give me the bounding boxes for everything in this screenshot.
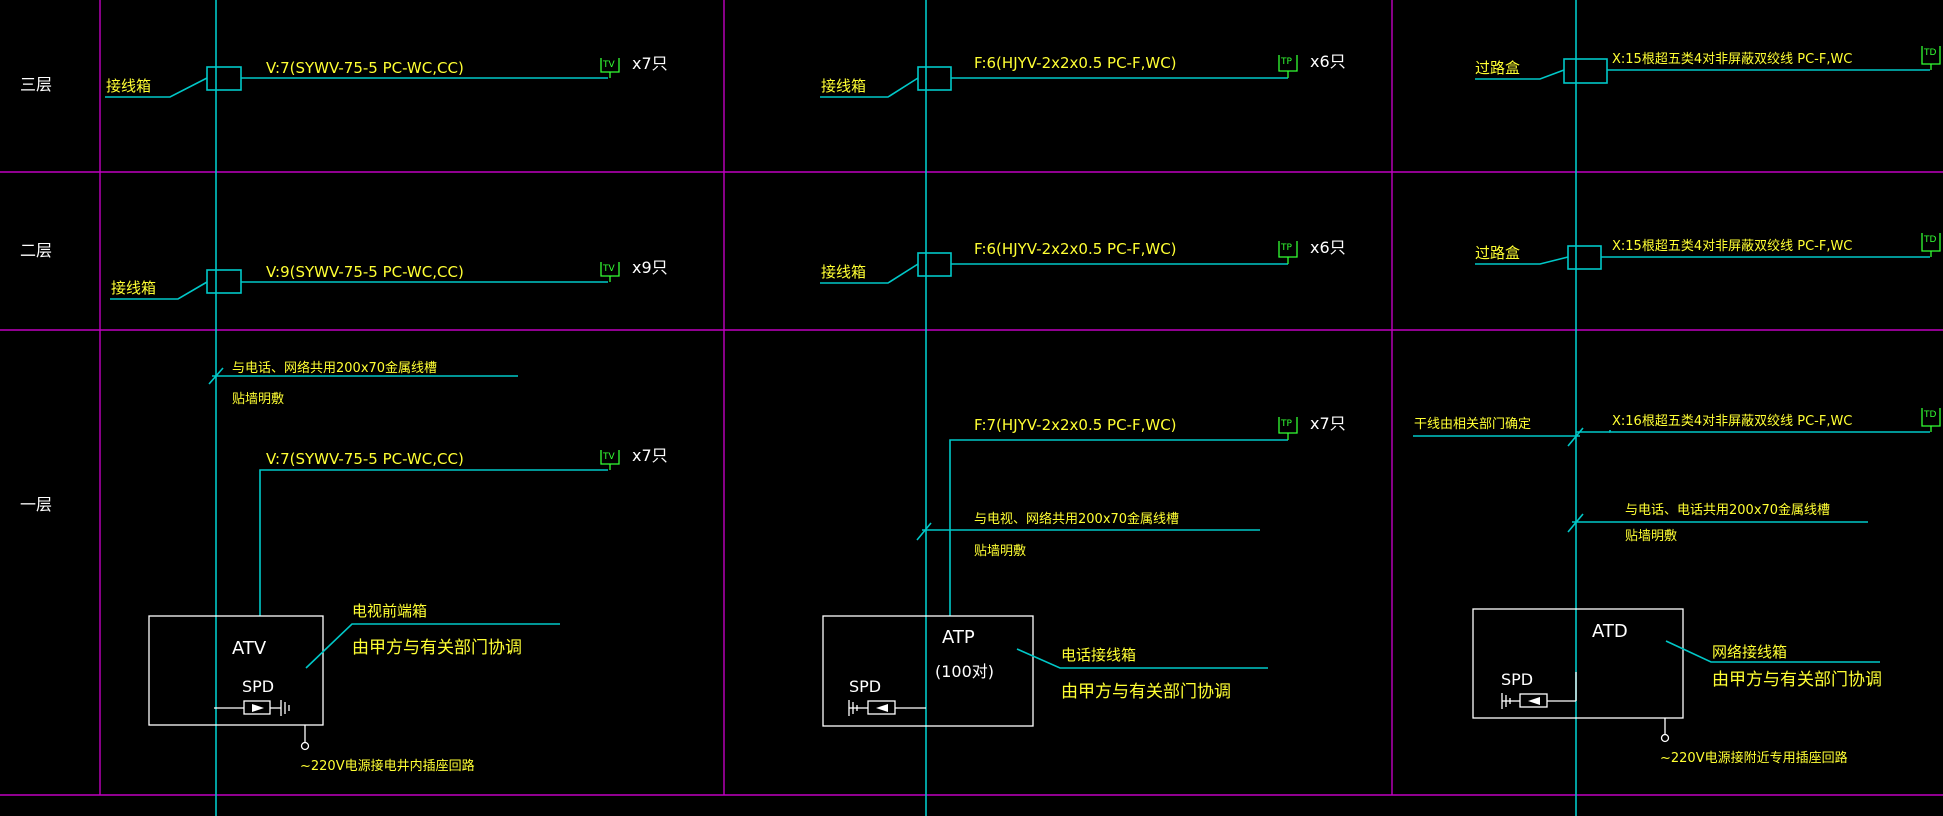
atd-desc-leader [1665, 640, 1880, 663]
tp-box-label-f2: 接线箱 [821, 263, 866, 281]
svg-text:TV: TV [602, 264, 615, 274]
svg-text:TD: TD [1923, 410, 1936, 420]
td-box-label-f2: 过路盒 [1475, 244, 1520, 262]
tp-outlet-icon-f3: TP [1278, 55, 1298, 78]
tp-count-f2: x6只 [1310, 238, 1346, 257]
tp-box-leader-f3 [820, 77, 919, 98]
tv-tray-note-2: 贴墙明敷 [232, 392, 284, 407]
atp-desc-2: 由甲方与有关部门协调 [1061, 682, 1231, 702]
svg-text:TP: TP [1280, 243, 1292, 253]
tv-junction-box-f2 [206, 269, 242, 294]
td-box-label-f3: 过路盒 [1475, 59, 1520, 77]
tp-outlet-icon-f1: TP [1278, 417, 1298, 440]
atp-spd-icon [848, 700, 926, 716]
tv-outlet-icon-f2: TV [600, 262, 620, 282]
td-outlet-icon-f2: TD [1921, 233, 1941, 257]
tv-count-f3: x7只 [632, 54, 668, 73]
td-cable-label-f1: X:16根超五类4对非屏蔽双绞线 PC-F,WC [1612, 413, 1852, 429]
tp-box-label-f3: 接线箱 [821, 77, 866, 95]
atp-panel-name: ATP [942, 627, 975, 648]
atv-power-terminal [300, 741, 310, 751]
tv-cable-label-f1: V:7(SYWV-75-5 PC-WC,CC) [266, 450, 464, 468]
tp-cable-label-f2: F:6(HJYV-2x2x0.5 PC-F,WC) [974, 240, 1177, 258]
floor-grid [0, 0, 1943, 796]
tv-box-label-f3: 接线箱 [106, 77, 151, 95]
floor-label-1: 一层 [20, 495, 52, 514]
td-trunk-mark [1567, 427, 1584, 447]
tv-junction-box-f3 [206, 66, 242, 91]
td-cable-label-f2: X:15根超五类4对非屏蔽双绞线 PC-F,WC [1612, 238, 1852, 254]
svg-text:TD: TD [1923, 235, 1936, 245]
td-cable-f1 [1609, 430, 1930, 433]
svg-text:TD: TD [1923, 48, 1936, 58]
td-box-leader-f3 [1475, 69, 1565, 80]
atp-panel [822, 615, 1034, 727]
tp-tray-note-1: 与电视、网络共用200x70金属线槽 [974, 511, 1179, 527]
tp-system: 接线箱 F:6(HJYV-2x2x0.5 PC-F,WC) TP x6只 接线箱… [820, 0, 1346, 816]
tp-outlet-icon-f2: TP [1278, 241, 1298, 264]
tv-outlet-icon-f1: TV [600, 450, 620, 470]
td-tray-mark [1567, 513, 1584, 533]
atd-desc-1: 网络接线箱 [1712, 643, 1787, 661]
tv-box-leader-f3 [105, 77, 208, 98]
td-pull-box-f2 [1567, 245, 1602, 270]
floor-label-2: 二层 [20, 241, 52, 260]
tv-count-f1: x7只 [632, 446, 668, 465]
tv-tray-mark [208, 367, 224, 385]
atv-desc-2: 由甲方与有关部门协调 [352, 638, 522, 658]
svg-text:TP: TP [1280, 57, 1292, 67]
tv-cable-label-f3: V:7(SYWV-75-5 PC-WC,CC) [266, 59, 464, 77]
tv-count-f2: x9只 [632, 258, 668, 277]
svg-text:TV: TV [602, 452, 615, 462]
atd-spd-icon [1501, 693, 1576, 709]
tp-cable-f1 [949, 439, 1288, 616]
atv-panel-name: ATV [232, 638, 267, 659]
tp-count-f3: x6只 [1310, 52, 1346, 71]
tp-box-leader-f2 [820, 263, 919, 284]
tv-cable-f1 [259, 469, 608, 616]
svg-text:TV: TV [602, 60, 615, 70]
tp-junction-box-f3 [917, 66, 952, 91]
td-outlet-icon-f1: TD [1921, 408, 1941, 432]
td-trunk-note: 干线由相关部门确定 [1414, 417, 1531, 432]
tv-outlet-icon-f3: TV [600, 58, 620, 78]
tp-junction-box-f2 [917, 252, 952, 277]
atv-desc-1: 电视前端箱 [352, 602, 427, 620]
atp-desc-1: 电话接线箱 [1061, 646, 1136, 664]
td-tray-note-2: 贴墙明敷 [1625, 529, 1677, 544]
atv-spd-label: SPD [242, 677, 274, 696]
atv-spd-icon [214, 700, 290, 716]
tp-count-f1: x7只 [1310, 414, 1346, 433]
atd-desc-2: 由甲方与有关部门协调 [1712, 670, 1882, 690]
td-system: 过路盒 X:15根超五类4对非屏蔽双绞线 PC-F,WC TD 过路盒 X:15… [1413, 0, 1941, 816]
atv-panel [148, 615, 324, 726]
atd-panel [1472, 608, 1684, 719]
tp-tray-mark [916, 522, 932, 541]
atv-desc-leader [305, 623, 560, 669]
atd-spd-label: SPD [1501, 670, 1533, 689]
tv-tray-note-1: 与电话、网络共用200x70金属线槽 [232, 360, 437, 376]
atd-power-note: ~220V电源接附近专用插座回路 [1660, 750, 1848, 766]
tp-cable-label-f1: F:7(HJYV-2x2x0.5 PC-F,WC) [974, 416, 1177, 434]
floor-label-3: 三层 [20, 75, 52, 94]
atv-power-note: ~220V电源接电井内插座回路 [300, 758, 475, 774]
svg-text:TP: TP [1280, 419, 1292, 429]
td-box-leader-f2 [1475, 256, 1569, 265]
atp-desc-leader [1016, 648, 1268, 669]
tv-cable-label-f2: V:9(SYWV-75-5 PC-WC,CC) [266, 263, 464, 281]
tv-system: 接线箱 V:7(SYWV-75-5 PC-WC,CC) TV x7只 接线箱 V… [105, 0, 668, 816]
td-tray-note-1: 与电话、电话共用200x70金属线槽 [1625, 502, 1830, 518]
td-pull-box-f3 [1563, 58, 1608, 84]
td-cable-label-f3: X:15根超五类4对非屏蔽双绞线 PC-F,WC [1612, 51, 1852, 67]
atp-panel-sub: (100对) [935, 662, 994, 681]
atp-spd-label: SPD [849, 677, 881, 696]
td-outlet-icon-f3: TD [1921, 46, 1941, 70]
tv-box-leader-f2 [110, 281, 208, 300]
atd-power-terminal [1660, 733, 1670, 743]
tp-tray-note-2: 贴墙明敷 [974, 544, 1026, 559]
tv-box-label-f2: 接线箱 [111, 279, 156, 297]
tp-cable-label-f3: F:6(HJYV-2x2x0.5 PC-F,WC) [974, 54, 1177, 72]
atd-panel-name: ATD [1592, 621, 1628, 642]
